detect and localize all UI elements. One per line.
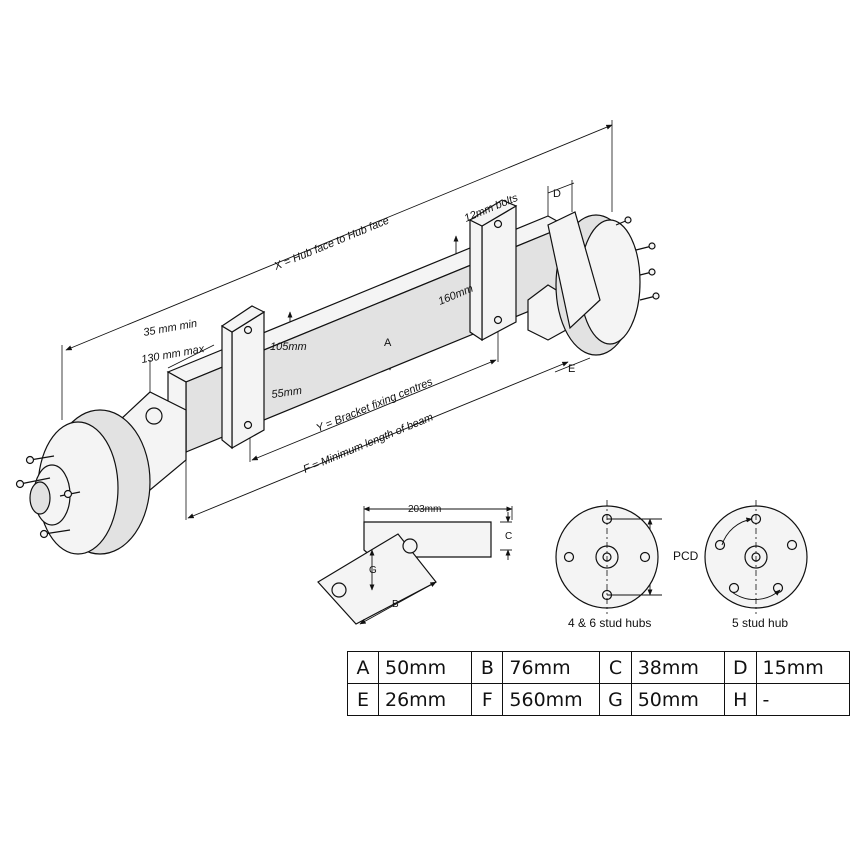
dimension-key: B [471, 651, 504, 684]
h55-label: 55mm [271, 385, 303, 401]
dimension-value: 560mm [502, 683, 601, 716]
stub-detail: 203mm C G B [317, 504, 513, 625]
dim-g-label: G [369, 565, 377, 576]
dimension-value: 50mm [377, 651, 473, 684]
right-hub [527, 211, 660, 356]
right-bracket [468, 199, 518, 342]
w203-label: 203mm [408, 504, 441, 515]
dim-d-label: D [553, 188, 561, 200]
dimension-key: F [471, 683, 504, 716]
left-bracket [220, 305, 266, 450]
dimension-value: 15mm [755, 651, 850, 684]
dimension-key: D [724, 651, 757, 684]
hub-5-stud [704, 500, 808, 614]
offset-min-label: 35 mm min [142, 318, 198, 339]
dimension-value: 76mm [502, 651, 601, 684]
pcd-label: PCD [673, 549, 699, 563]
left-hub [15, 409, 151, 555]
dimension-key: G [599, 683, 632, 716]
hub-46-caption: 4 & 6 stud hubs [568, 616, 651, 630]
dimension-key: E [347, 683, 379, 716]
dimension-value: - [755, 683, 850, 716]
dim-b-label: B [392, 599, 399, 610]
dimension-value: 50mm [630, 683, 726, 716]
dimension-key: A [347, 651, 379, 684]
dimension-value: 38mm [630, 651, 726, 684]
dim-e-label: E [568, 363, 575, 375]
h105-label: 105mm [270, 341, 307, 353]
dimension-value: 26mm [377, 683, 473, 716]
dimension-key: C [599, 651, 632, 684]
dim-a-label: A [384, 337, 392, 349]
hub-5-caption: 5 stud hub [732, 616, 788, 630]
hub-face-label: X = Hub face to Hub face [272, 215, 391, 274]
hub-46-stud [555, 500, 662, 614]
dimension-key: H [724, 683, 757, 716]
dim-c-label: C [505, 531, 512, 542]
